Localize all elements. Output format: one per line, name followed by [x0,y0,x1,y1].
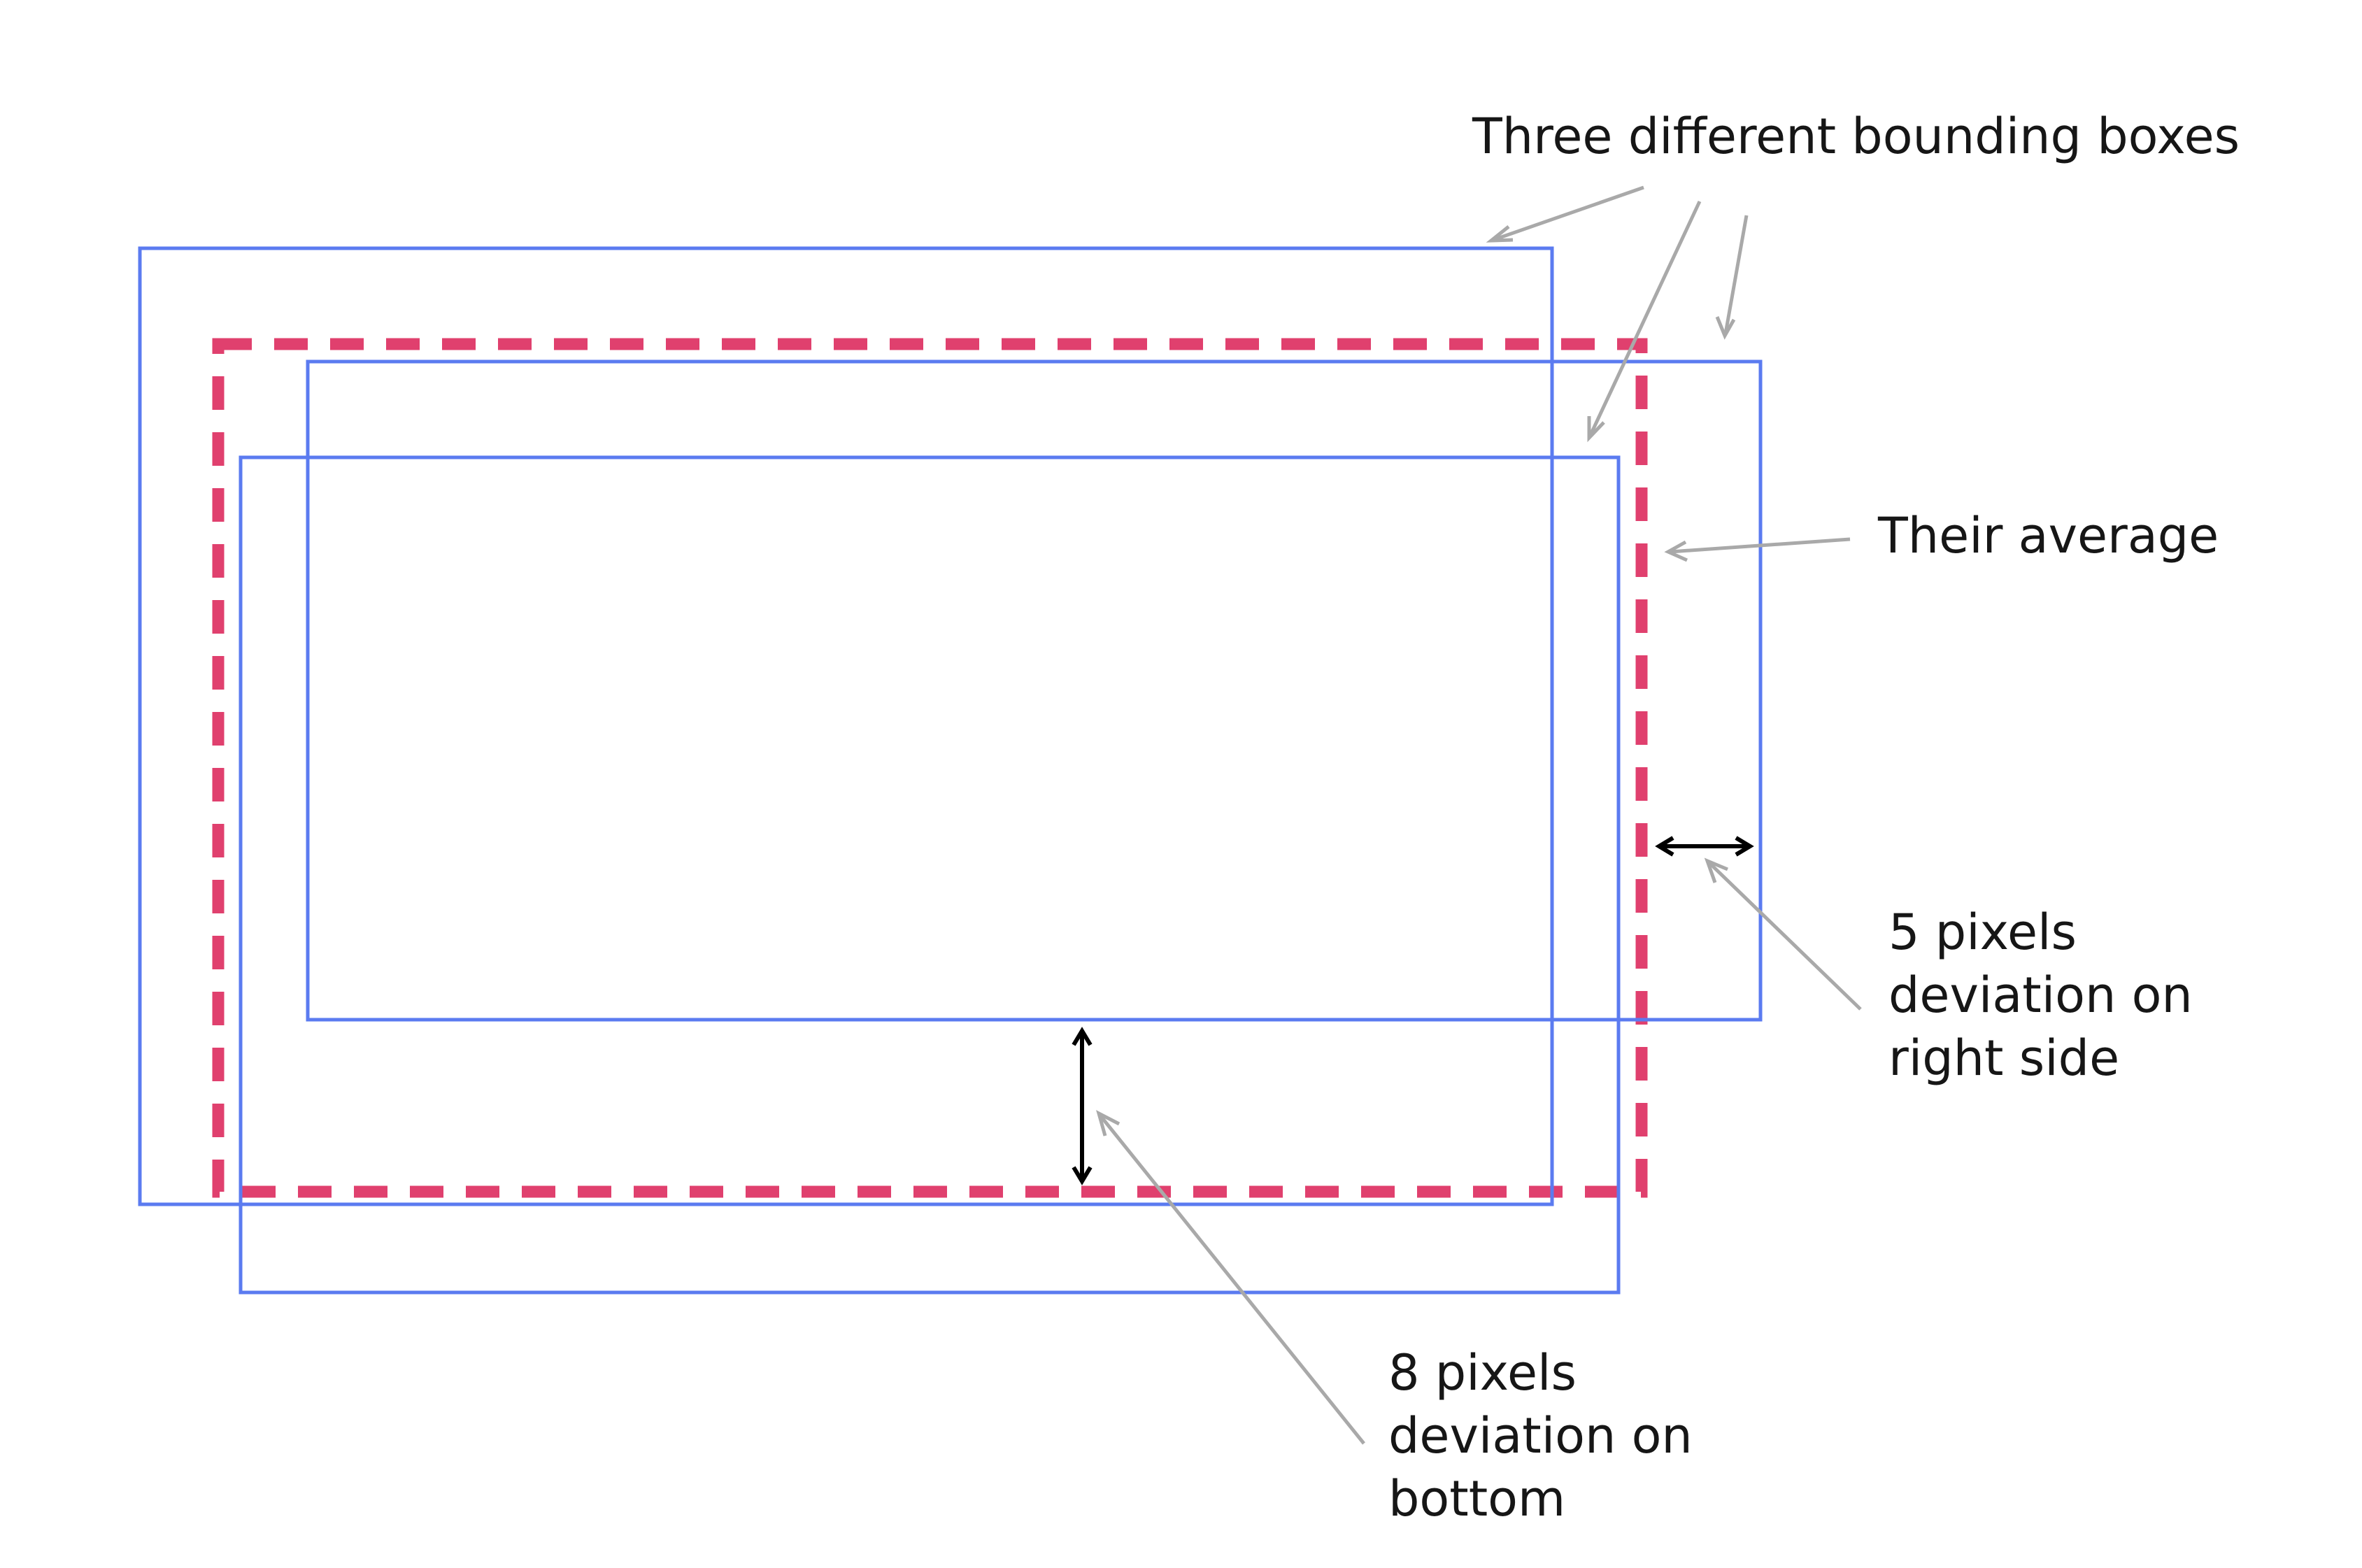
right-deviation-measure-arrow [1655,836,1754,857]
bottom-deviation-label: 8 pixels deviation on bottom [1388,1344,1708,1527]
bottom-deviation-measure-arrow [1072,1027,1093,1185]
pointer-arrow-box-2 [1715,215,1749,340]
pointer-arrow-right-deviation [1704,857,1862,1011]
pointer-arrow-average [1664,537,1851,562]
pointer-arrow-box-3 [1587,200,1702,443]
pointer-arrow-bottom-deviation [1096,1110,1365,1445]
average-label: Their average [1877,507,2219,564]
right-deviation-label: 5 pixels deviation on right side [1888,904,2208,1087]
average-bounding-box [212,338,1648,1198]
bounding-box-1 [138,246,1554,1206]
bounding-box-3 [239,455,1621,1295]
three-boxes-label: Three different bounding boxes [1472,108,2240,165]
pointer-arrow-box-1 [1486,185,1644,243]
bounding-box-2 [306,359,1763,1022]
